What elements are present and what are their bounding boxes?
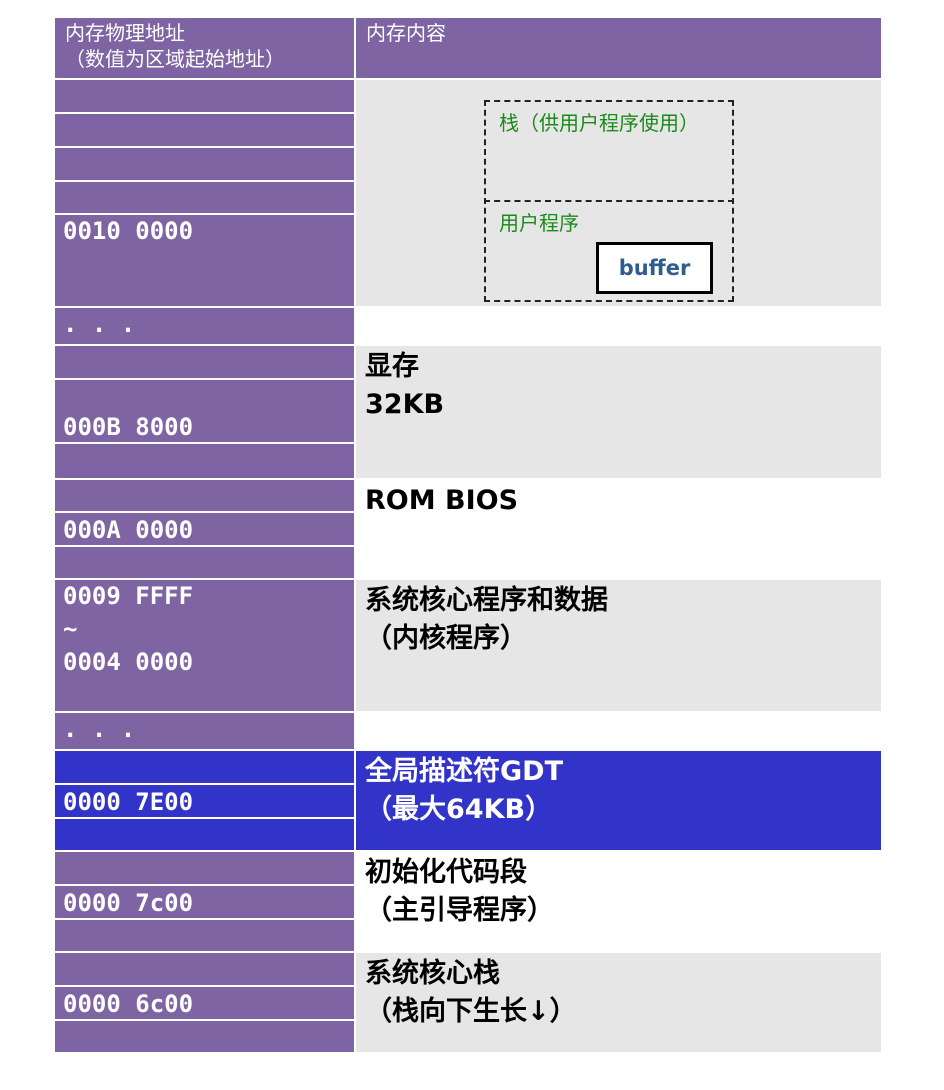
user-region-divider [484, 200, 734, 202]
kernel-content-cell: 系统核心程序和数据 （内核程序） [354, 578, 883, 713]
kernel-content: 系统核心程序和数据 （内核程序） [365, 585, 608, 654]
gap2-address-cell: . . . [53, 711, 356, 751]
init-address: 0000 7c00 [63, 889, 194, 917]
gdt-address-cell: 0000 7E00 [53, 749, 356, 852]
video-content-cell: 显存 32KB [354, 344, 883, 480]
gap2-ellipsis: . . . [63, 715, 136, 743]
stack-address: 0000 6c00 [63, 990, 194, 1018]
init-address-cell: 0000 7c00 [53, 850, 356, 953]
gap2-content-cell [354, 711, 883, 751]
video-address: 000B 8000 [63, 413, 194, 441]
buffer-box: buffer [596, 242, 713, 294]
kernel-address-range: 0009 FFFF ~ 0004 0000 [63, 582, 194, 676]
user-area-address: 0010 0000 [63, 217, 194, 245]
content-column-header-text: 内存内容 [366, 21, 446, 45]
rom-address: 000A 0000 [63, 516, 194, 544]
rom-address-cell: 000A 0000 [53, 478, 356, 580]
address-column-header-text: 内存物理地址 （数值为区域起始地址） [65, 21, 285, 71]
rom-content-cell: ROM BIOS [354, 478, 883, 580]
gdt-address: 0000 7E00 [63, 788, 194, 816]
video-address-cell: 000B 8000 [53, 344, 356, 480]
address-column-header: 内存物理地址 （数值为区域起始地址） [53, 16, 356, 80]
gap1-ellipsis: . . . [63, 310, 136, 338]
kernel-address-cell: 0009 FFFF ~ 0004 0000 [53, 578, 356, 713]
gap1-content-cell [354, 306, 883, 346]
stack-address-cell: 0000 6c00 [53, 951, 356, 1054]
buffer-label: buffer [618, 256, 691, 280]
user-program-label: 用户程序 [499, 211, 579, 235]
gdt-content: 全局描述符GDT （最大64KB） [365, 756, 563, 825]
init-content-cell: 初始化代码段 （主引导程序） [354, 850, 883, 953]
init-content: 初始化代码段 （主引导程序） [365, 857, 554, 926]
rom-content: ROM BIOS [365, 485, 519, 516]
content-column-header: 内存内容 [354, 16, 883, 80]
user-area-address-cell: 0010 0000 [53, 78, 356, 308]
user-stack-label: 栈（供用户程序使用） [499, 111, 699, 135]
memory-map-table: 内存物理地址 （数值为区域起始地址） 内存内容 0010 0000 栈（供用户程… [53, 16, 883, 1054]
gap1-address-cell: . . . [53, 306, 356, 346]
user-area-content-cell: 栈（供用户程序使用） 用户程序 buffer [354, 78, 883, 308]
video-content: 显存 32KB [365, 351, 445, 420]
gdt-content-cell: 全局描述符GDT （最大64KB） [354, 749, 883, 852]
stack-content-cell: 系统核心栈 （栈向下生长↓） [354, 951, 883, 1054]
stack-content: 系统核心栈 （栈向下生长↓） [365, 958, 577, 1027]
